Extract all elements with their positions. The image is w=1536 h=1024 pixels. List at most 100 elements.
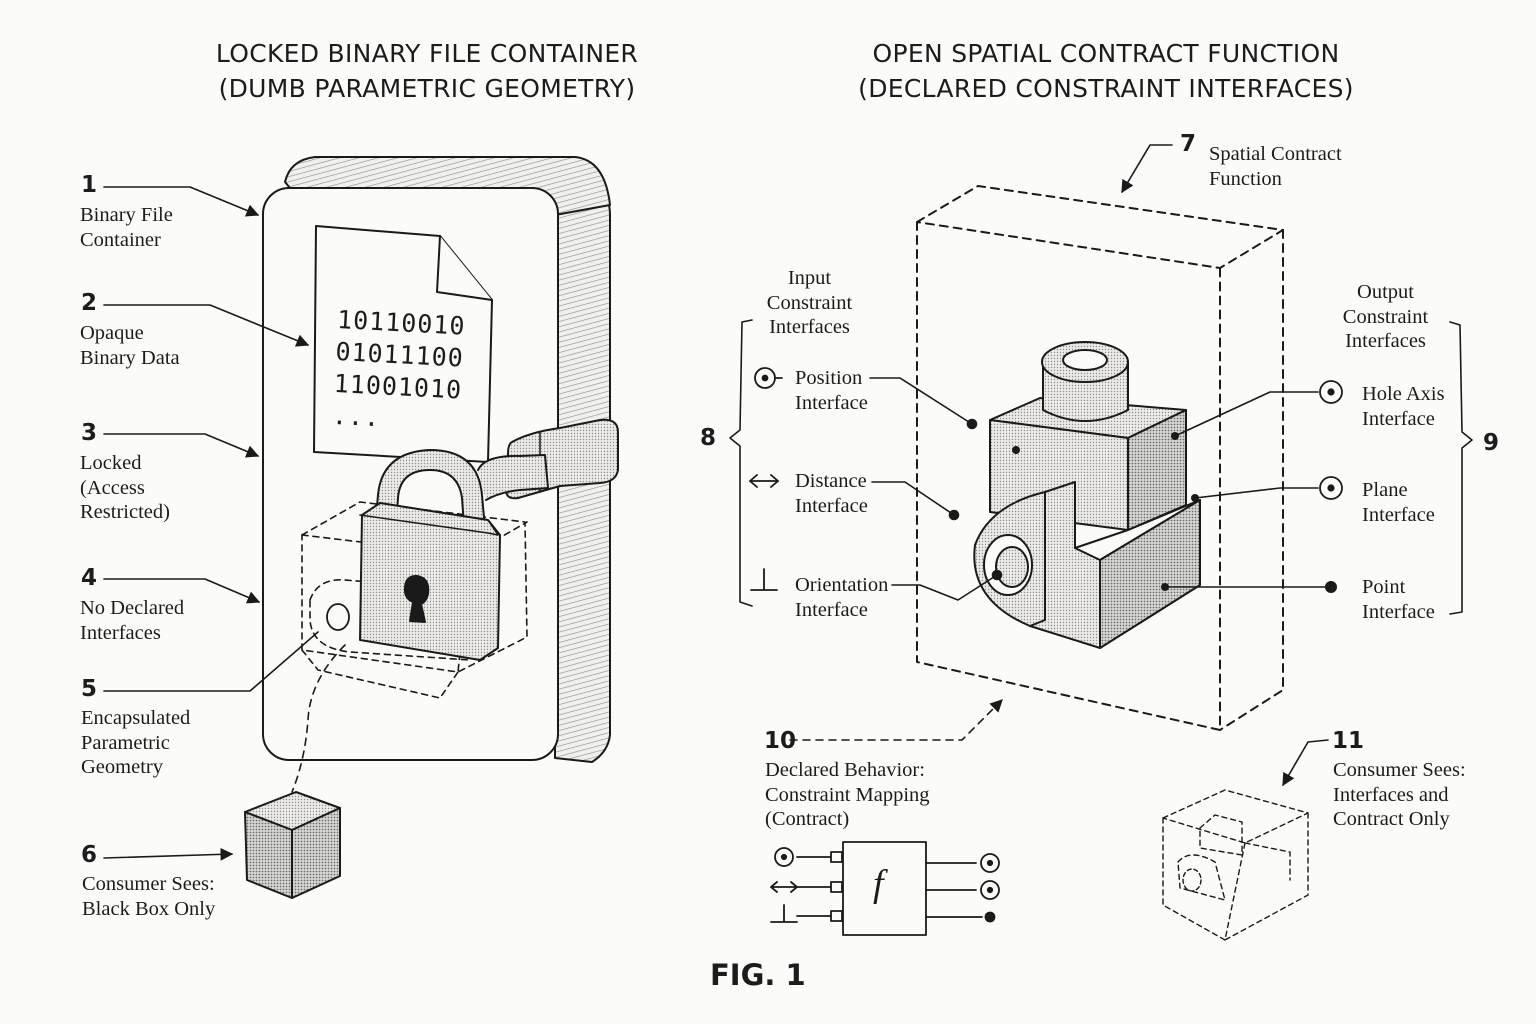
callout-line: Geometry [81, 756, 163, 778]
output-leaders [1164, 391, 1331, 588]
callout-9-label: Output Constraint Interfaces [1338, 280, 1433, 354]
binary-data-text: 10110010 01011100 11001010 ... [331, 304, 466, 439]
input-leaders [869, 377, 1003, 601]
callout-line: Consumer Sees: [1333, 759, 1466, 781]
callout-line: Spatial Contract [1209, 143, 1342, 165]
left-leaders [103, 186, 319, 861]
interface-line: Hole Axis [1362, 383, 1445, 405]
callout-line: Constraint [766, 291, 853, 314]
callout-line: Declared Behavior: [765, 759, 925, 781]
plane-icon [1319, 476, 1343, 500]
left-title-line-1: LOCKED BINARY FILE CONTAINER [215, 39, 639, 68]
callout-line: (Access [80, 476, 145, 499]
callout-line: Function [1209, 167, 1282, 190]
leader-7 [1121, 144, 1173, 194]
output-bracket [1449, 321, 1473, 615]
constraint-part [973, 341, 1201, 649]
callout-1-number: 1 [81, 172, 98, 198]
contract-boundary [916, 185, 1284, 731]
callout-line: Contract Only [1333, 808, 1450, 830]
plane-interface-label: Plane Interface [1362, 478, 1435, 527]
callout-line: Interfaces [80, 621, 161, 644]
callout-line: Binary Data [80, 346, 180, 369]
callout-line: No Declared [80, 597, 185, 619]
leader-10 [789, 699, 1003, 741]
right-title-line-1: OPEN SPATIAL CONTRACT FUNCTION [872, 39, 1340, 68]
interface-line: Interface [1362, 600, 1435, 623]
callout-line: Output [1357, 281, 1414, 303]
point-interface-label: Point Interface [1362, 575, 1435, 624]
interface-line: Interface [1362, 503, 1435, 526]
callout-8-number: 8 [700, 425, 717, 451]
callout-5-number: 5 [81, 676, 98, 702]
black-box-cube [244, 791, 341, 899]
callout-line: Restricted) [80, 501, 170, 523]
orientation-icon [750, 568, 778, 591]
callout-line: Container [80, 228, 161, 251]
figure-label: FIG. 1 [710, 958, 806, 992]
callout-line: Binary File [80, 204, 173, 226]
leader-11 [1282, 739, 1329, 787]
contract-mapping-diagram [770, 841, 1000, 936]
callout-6-number: 6 [81, 842, 98, 868]
callout-line: Interfaces [769, 316, 850, 338]
callout-2-number: 2 [81, 290, 98, 316]
interface-line: Position [795, 367, 863, 389]
interface-line: Interface [795, 598, 868, 621]
callout-line: Parametric [81, 731, 170, 754]
interface-line: Plane [1362, 479, 1408, 501]
distance-icon [749, 474, 779, 488]
padlock [359, 449, 501, 661]
callout-line: (Contract) [765, 808, 850, 830]
callout-line: Consumer Sees: [82, 873, 215, 895]
callout-3-number: 3 [81, 420, 98, 446]
callout-line: Input [787, 267, 832, 289]
callout-2-label: Opaque Binary Data [80, 321, 180, 370]
callout-10-number: 10 [764, 728, 797, 754]
callout-10-label: Declared Behavior: Constraint Mapping (C… [765, 758, 930, 832]
function-symbol: f [873, 863, 884, 905]
callout-8-label: Input Constraint Interfaces [762, 266, 857, 340]
callout-4-number: 4 [81, 565, 98, 591]
callout-line: Opaque [80, 322, 144, 344]
left-title-line-2: (DUMB PARAMETRIC GEOMETRY) [218, 74, 636, 103]
callout-line: Interfaces [1345, 330, 1426, 352]
interface-line: Orientation [795, 574, 889, 596]
callout-7-number: 7 [1180, 131, 1197, 157]
interface-line: Point [1362, 576, 1406, 598]
callout-line: Interfaces and [1333, 783, 1449, 806]
right-title-line-2: (DECLARED CONSTRAINT INTERFACES) [858, 74, 1354, 103]
consumer-view-part [1162, 789, 1309, 941]
callout-4-label: No Declared Interfaces [80, 596, 184, 645]
position-interface-label: Position Interface [795, 366, 868, 415]
position-icon [754, 367, 783, 389]
callout-line: Constraint Mapping [765, 783, 930, 806]
interface-line: Interface [795, 494, 868, 517]
callout-line: Encapsulated [81, 707, 191, 729]
input-bracket [729, 319, 753, 607]
callout-3-label: Locked (Access Restricted) [80, 451, 170, 525]
binary-line: ... [331, 400, 382, 433]
hole-axis-icon [1319, 380, 1343, 404]
left-title: LOCKED BINARY FILE CONTAINER (DUMB PARAM… [212, 36, 642, 106]
shackle-connector [477, 454, 549, 501]
point-icon [1325, 581, 1337, 593]
callout-7-label: Spatial Contract Function [1209, 142, 1342, 191]
interface-line: Interface [795, 391, 868, 414]
callout-line: Black Box Only [82, 897, 216, 920]
callout-9-number: 9 [1483, 430, 1500, 456]
callout-line: Constraint [1342, 305, 1429, 328]
distance-interface-label: Distance Interface [795, 469, 868, 518]
callout-1-label: Binary File Container [80, 203, 173, 252]
callout-line: Locked [80, 452, 142, 474]
callout-5-label: Encapsulated Parametric Geometry [81, 706, 190, 780]
black-box-link [291, 644, 346, 793]
binary-document [313, 225, 493, 463]
hole-axis-interface-label: Hole Axis Interface [1362, 382, 1445, 431]
orientation-interface-label: Orientation Interface [795, 573, 888, 622]
interface-line: Interface [1362, 407, 1435, 430]
geometry-hole [326, 603, 350, 631]
callout-6-label: Consumer Sees: Black Box Only [82, 872, 215, 921]
